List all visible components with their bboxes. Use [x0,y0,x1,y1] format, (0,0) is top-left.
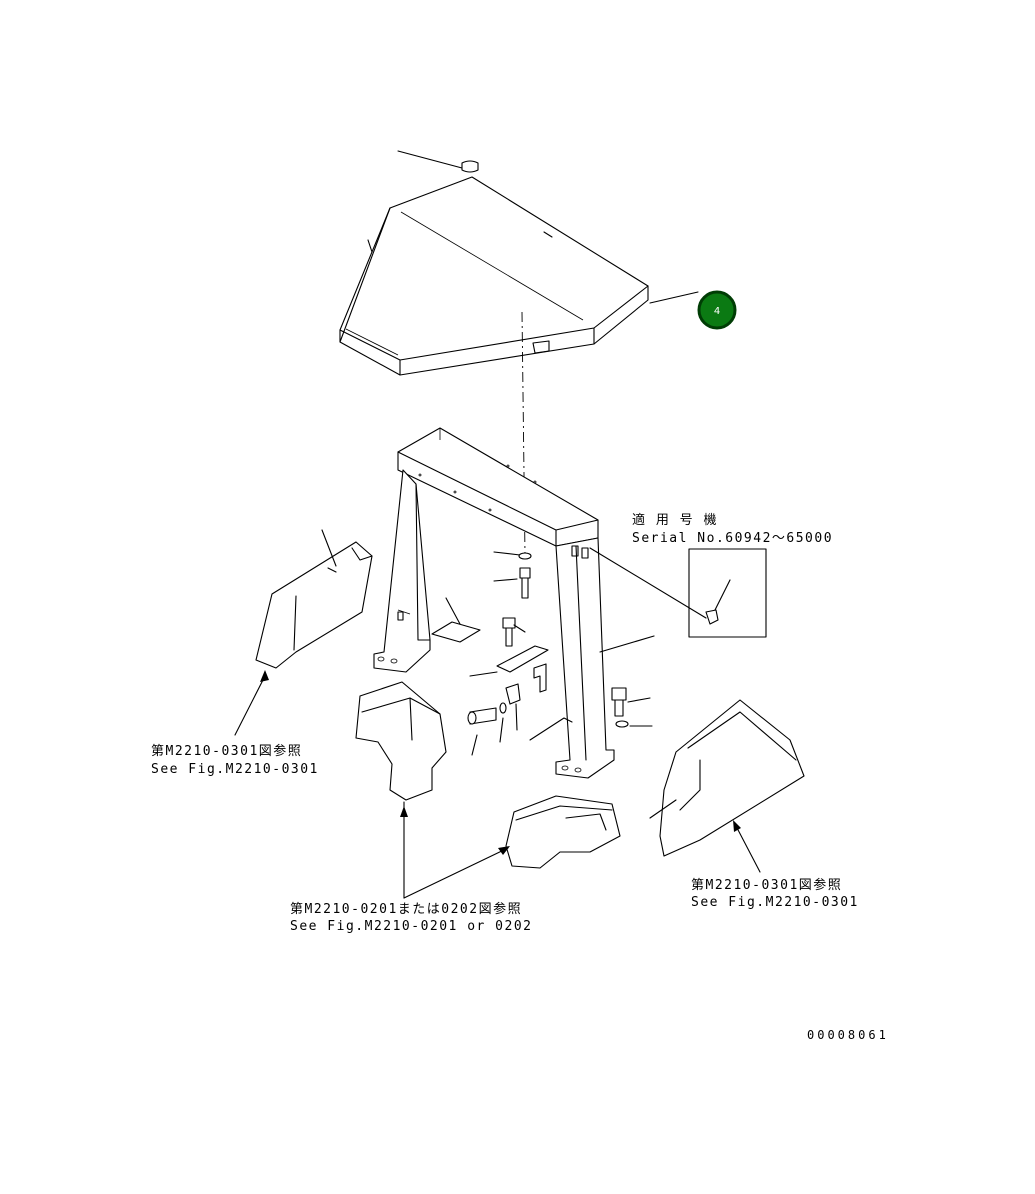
right-side-cover [649,699,805,873]
detail-box [688,548,767,638]
serial-note-range: Serial No.60942〜65000 [632,531,833,546]
serial-note: 適 用 号 機 Serial No.60942〜65000 [589,512,833,638]
roof-canopy [339,176,649,376]
center-lower-bracket [403,795,621,899]
bolt-1 [493,567,531,599]
leader-line [599,635,655,653]
left-side-cover [234,529,373,736]
callout-number: 4 [714,306,720,317]
reference-center-en: See Fig.M2210-0201 or 0202 [290,919,533,934]
reference-right-en: See Fig.M2210-0301 [691,895,859,910]
bolt-3 [611,687,653,728]
drawing-code: 00008061 [807,1028,889,1042]
rops-frame [373,427,615,779]
clip-parts [467,663,573,756]
bolt-2 [502,617,526,647]
reference-right-jp: 第M2210-0301図参照 [691,877,842,893]
washer-1 [493,551,532,560]
reference-left-en: See Fig.M2210-0301 [151,762,319,777]
reference-left-jp: 第M2210-0301図参照 [151,743,302,759]
reference-left: 第M2210-0301図参照 See Fig.M2210-0301 [151,743,319,777]
callout-4[interactable]: 4 [649,290,737,330]
left-lower-bracket [355,681,447,899]
reference-center-jp: 第M2210-0201または0202図参照 [290,901,522,917]
reference-right: 第M2210-0301図参照 See Fig.M2210-0301 [691,877,859,910]
plate-1 [469,645,549,677]
bracket-1 [431,597,481,643]
reference-center: 第M2210-0201または0202図参照 See Fig.M2210-0201… [290,901,533,934]
serial-note-title: 適 用 号 機 [632,512,718,528]
